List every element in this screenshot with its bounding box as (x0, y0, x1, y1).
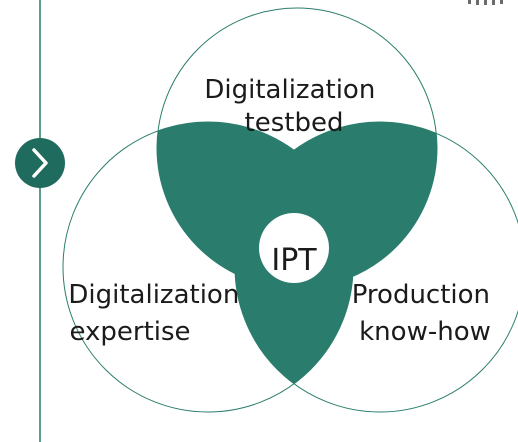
overlap-left-right (235, 122, 353, 412)
circle-top (156, 7, 438, 289)
circle-left (62, 121, 354, 413)
set-label-right: Production know-how (352, 280, 499, 347)
decorative-mark (468, 0, 503, 5)
circle-right (234, 121, 518, 413)
chevron-right-icon (32, 148, 48, 178)
nav-next-button[interactable] (15, 138, 65, 188)
center-area (259, 213, 329, 283)
center-label: IPT (271, 243, 317, 278)
set-label-top: Digitalization testbed (204, 75, 383, 138)
set-label-left: Digitalization expertise (68, 280, 247, 347)
